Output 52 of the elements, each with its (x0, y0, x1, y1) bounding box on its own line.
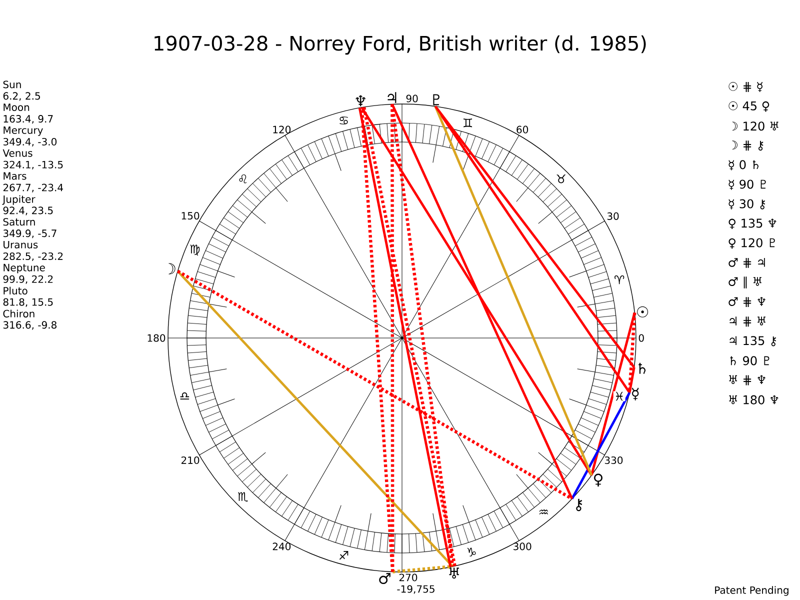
aspect-entry: ♂ ∥ ♅ (728, 276, 762, 288)
aspect-entry: ☽ ⋕ ⚷ (732, 140, 764, 151)
aspect-entry: ☿ 0 ♄ (728, 160, 758, 170)
planet-glyph: ♂ (379, 573, 390, 584)
coordinate-text: 267.7, -23.4 (3, 184, 63, 192)
planet-name: Mercury (4, 126, 43, 136)
aspect-entry: ♅ 180 ♆ (729, 395, 778, 404)
planet-name: Jupiter (2, 195, 36, 205)
planet-glyph: ♆ (356, 95, 366, 106)
coordinate-text: 163.4, 9.7 (4, 115, 53, 124)
aspect-entry: ☽ 120 ♅ (732, 122, 778, 131)
footer-text: Patent Pending (715, 586, 788, 596)
aspect-entry: ♃ 135 ⚷ (730, 336, 776, 346)
coordinate-text: 81.8, 15.5 (3, 298, 53, 307)
planet-name: Neptune (4, 264, 45, 274)
degree-label: 270 (399, 574, 418, 582)
aspect-entry: ♄ 90 ♇ (730, 356, 770, 366)
degree-label: 180 (148, 334, 166, 342)
aspect-entry: ☉ ⋕ ☿ (728, 82, 762, 92)
aspect-entry: ♃ ⋕ ♅ (730, 316, 766, 327)
planet-name: Pluto (4, 286, 28, 295)
coordinate-text: 324.1, -13.5 (3, 160, 63, 170)
aspect-entry: ☿ 30 ⚷ (728, 199, 766, 210)
degree-label: 90 (406, 94, 418, 102)
aspect-entry: ♂ ⋕ ♃ (728, 258, 765, 268)
aspect-entry: ♀ 120 ♇ (728, 238, 775, 249)
planet-name: Chiron (3, 310, 34, 318)
planet-glyph: ♄ (638, 362, 646, 374)
coordinate-text: 6.2, 2.5 (3, 92, 40, 101)
coordinate-text: 99.9, 22.2 (3, 275, 53, 284)
planet-glyph: ♃ (388, 92, 396, 104)
aspect-entry: ☿ 90 ♇ (728, 180, 766, 190)
planet-glyph: ♇ (433, 94, 440, 106)
planet-glyph: ☉ (637, 306, 648, 318)
chart-title: 1907-03-28 - Norrey Ford, British writer (d. 1985) (154, 35, 646, 55)
coordinate-text: 349.4, -3.0 (3, 138, 57, 147)
planet-name: Mars (4, 172, 26, 180)
aspect-entry: ♂ ⋕ ♆ (728, 297, 766, 308)
planet-name: Moon (4, 104, 30, 112)
coordinate-text: 92.4, 23.5 (3, 206, 53, 216)
coordinate-text: 282.5, -23.2 (3, 252, 63, 262)
planet-name: Venus (2, 149, 32, 157)
coordinate-text: 349.9, -5.7 (3, 230, 56, 238)
aspect-entry: ☉ 45 ♀ (728, 101, 770, 112)
planet-name: Saturn (3, 218, 35, 226)
planet-name: Sun (3, 80, 21, 88)
planet-name: Uranus (4, 241, 38, 248)
coordinate-text: 316.6, -9.8 (3, 321, 56, 330)
aspect-entry: ♅ ⋕ ♆ (729, 375, 766, 386)
number-label: -19,755 (397, 585, 434, 594)
aspect-entry: ♀ 135 ♆ (728, 218, 776, 230)
degree-label: 0 (638, 334, 644, 342)
